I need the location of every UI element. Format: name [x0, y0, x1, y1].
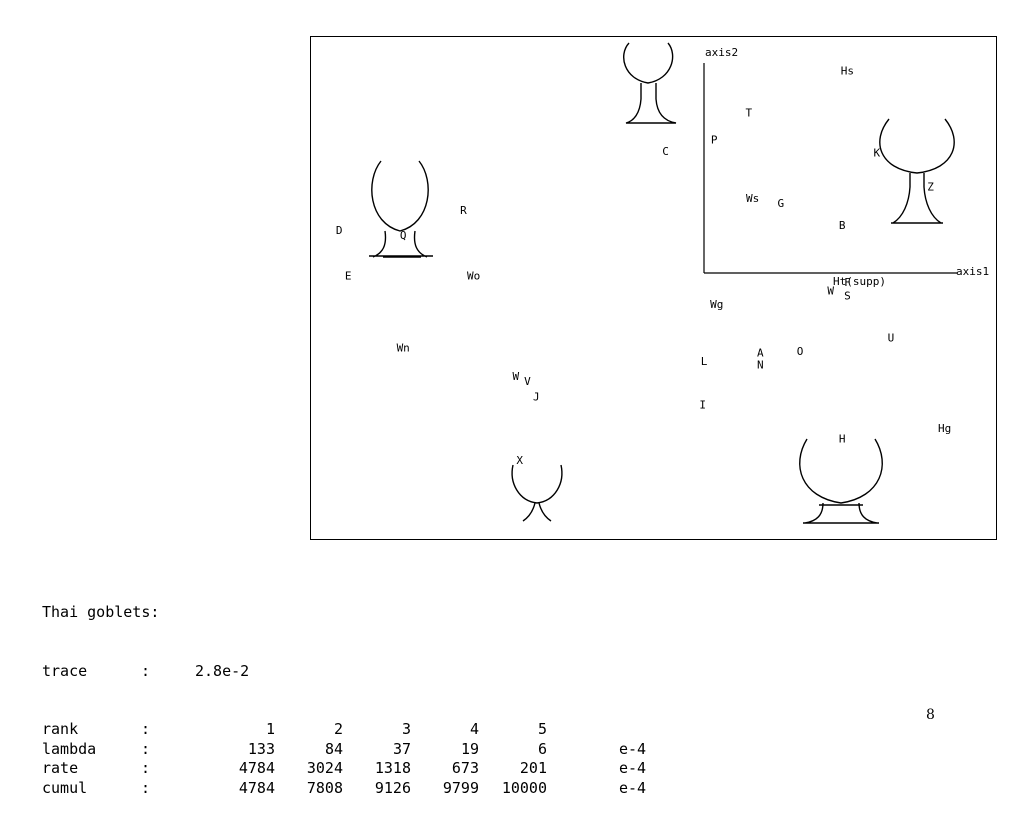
stat-row-2: rate: 4784 3024 1318 673 201 e-4	[42, 759, 646, 779]
axis1-annotation: Ht(supp)	[833, 275, 886, 288]
stat-row-colon: :	[141, 739, 151, 758]
stat-value: 5	[537, 720, 547, 738]
point-label: B	[839, 219, 846, 232]
point-label: O	[797, 345, 804, 358]
goblet-right-icon	[879, 118, 955, 224]
goblet-bottom-right-icon	[799, 438, 883, 524]
stat-value: 3	[401, 720, 411, 738]
point-label: E	[345, 269, 352, 282]
stat-value: 9126	[374, 778, 411, 797]
goblet-left-icon	[369, 160, 433, 258]
stat-row-1: lambda: 133 84 37 19 6 e-4	[42, 740, 646, 760]
stat-value: 133	[247, 739, 275, 758]
stats-title-text: Thai goblets:	[42, 603, 160, 621]
point-label: R	[460, 204, 467, 217]
point-label: F	[844, 276, 851, 289]
goblet-top-icon	[623, 42, 677, 124]
point-label: Ws	[746, 192, 759, 205]
stat-row-unit: e-4	[619, 759, 647, 777]
point-label: V	[524, 375, 531, 388]
point-label: U	[888, 332, 895, 345]
point-label: S	[844, 290, 851, 303]
stat-row-0: rank: 1 2 3 4 5	[42, 720, 547, 740]
stat-row-colon: :	[141, 759, 151, 777]
stat-row-colon: :	[141, 778, 151, 797]
point-label: K	[873, 147, 880, 160]
point-label: W	[512, 370, 519, 383]
stat-value: 6	[537, 739, 547, 758]
stat-value: 4784	[238, 759, 275, 777]
point-label: G	[777, 197, 784, 210]
stat-row-label: rank	[42, 720, 79, 738]
stat-value: 19	[460, 739, 479, 758]
axis1-label: axis1	[956, 265, 989, 278]
page-number: 8	[926, 707, 935, 723]
stat-value: 1318	[374, 759, 411, 777]
trace-row: trace : 2.8e-2	[42, 662, 249, 682]
point-label: Z	[927, 180, 934, 193]
stat-value: 10000	[501, 778, 547, 797]
point-label: Wg	[710, 298, 723, 311]
point-label: W	[827, 285, 834, 298]
stat-row-label: lambda	[42, 739, 97, 758]
point-label: T	[745, 106, 752, 119]
point-label: Wn	[397, 342, 410, 355]
stat-row-label: rate	[42, 759, 79, 777]
stat-row-label: cumul	[42, 778, 88, 797]
trace-colon: :	[141, 661, 151, 680]
axis2-label: axis2	[705, 46, 738, 59]
stat-value: 37	[392, 739, 411, 758]
point-label: L	[701, 355, 708, 368]
trace-value: 2.8e-2	[195, 661, 250, 680]
stat-value: 84	[324, 739, 343, 758]
stat-value: 2	[333, 720, 343, 738]
stat-row-unit: e-4	[619, 778, 647, 797]
point-label: I	[699, 399, 706, 412]
point-label: H	[839, 432, 846, 445]
point-label: Q	[400, 229, 407, 242]
stat-row-3: cumul: 4784 7808 9126 9799 10000 e-4	[42, 779, 646, 799]
point-label: Hs	[841, 64, 854, 77]
point-label: D	[336, 224, 343, 237]
point-label: X	[516, 454, 523, 467]
stat-value: 673	[451, 759, 479, 777]
stat-value: 7808	[306, 778, 343, 797]
point-label: C	[662, 145, 669, 158]
stat-row-colon: :	[141, 720, 151, 738]
point-label: Wo	[467, 269, 480, 282]
trace-label: trace	[42, 661, 88, 680]
point-label: P	[711, 133, 718, 146]
goblet-bottom-left-icon	[511, 464, 563, 522]
stat-value: 1	[265, 720, 275, 738]
stat-value: 9799	[442, 778, 479, 797]
stat-value: 201	[519, 759, 547, 777]
eigen-stats-table: Thai goblets: trace : 2.8e-2 rank: 1 2 3 4 5 l…	[42, 564, 646, 818]
point-label: Hg	[938, 422, 951, 435]
stat-value: 3024	[306, 759, 343, 777]
stat-value: 4	[469, 720, 479, 738]
stat-row-unit: e-4	[619, 739, 647, 758]
point-label: N	[757, 358, 764, 371]
point-label: J	[533, 390, 540, 403]
stat-rows: rank: 1 2 3 4 5 lambda: 133 84 37 19 6 e-4 rate: 4784 3…	[42, 720, 646, 799]
stat-value: 4784	[238, 778, 275, 797]
point-label: A	[757, 347, 764, 360]
stats-title: Thai goblets:	[42, 603, 159, 623]
